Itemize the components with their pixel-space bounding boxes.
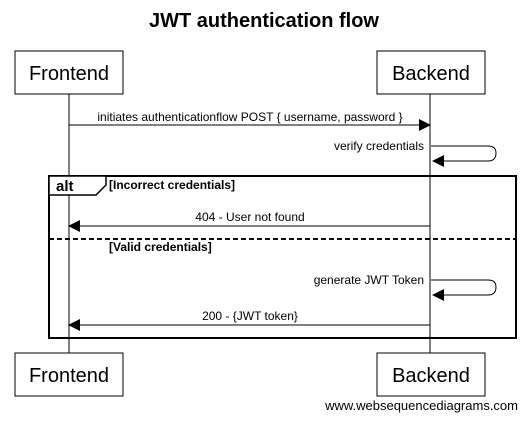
participant-frontend-bottom: Frontend [14, 352, 124, 397]
diagram-title: JWT authentication flow [149, 10, 379, 32]
participant-frontend-top: Frontend [14, 50, 124, 95]
alt-frame: alt [Incorrect credentials] [Valid crede… [48, 175, 517, 339]
participant-backend-bottom: Backend [376, 352, 486, 397]
message-label-not-found: 404 - User not found [195, 210, 304, 224]
watermark-link[interactable]: www.websequencediagrams.com [324, 398, 518, 413]
message-label-generate: generate JWT Token [314, 273, 424, 287]
message-label-initiate: initiates authenticationflow POST { user… [97, 110, 402, 124]
participant-label: Frontend [29, 365, 109, 387]
alt-guard-valid: [Valid credentials] [109, 240, 212, 254]
alt-guard-incorrect: [Incorrect credentials] [109, 178, 235, 192]
participant-label: Backend [392, 365, 470, 387]
participant-backend-top: Backend [376, 50, 486, 95]
message-label-verify: verify credentials [334, 139, 424, 153]
participant-label: Backend [392, 63, 470, 85]
message-label-ok: 200 - {JWT token} [202, 309, 298, 323]
participant-label: Frontend [29, 63, 109, 85]
self-message-arrow-verify [431, 145, 497, 167]
alt-keyword: alt [56, 178, 74, 195]
self-message-arrow-generate [431, 279, 497, 301]
